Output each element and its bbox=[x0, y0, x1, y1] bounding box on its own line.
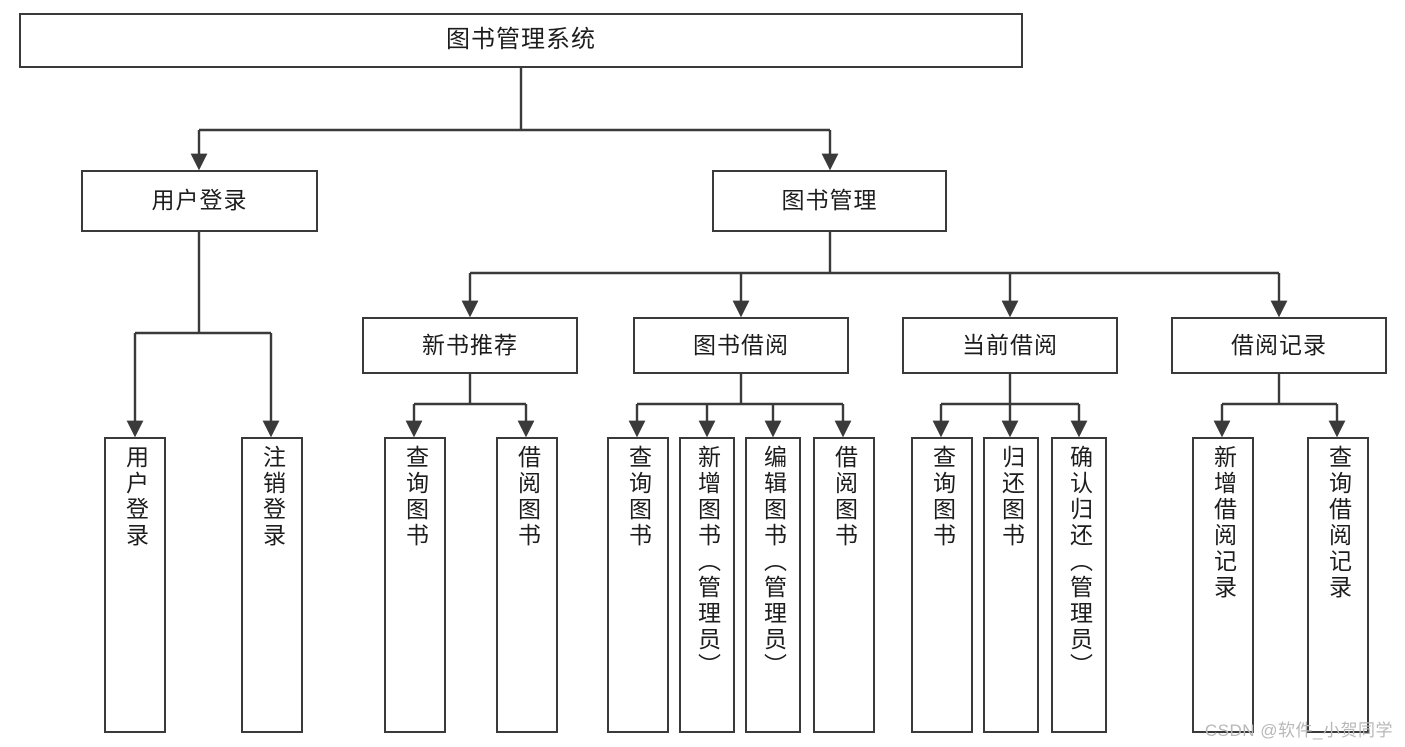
node-book-borrow[interactable]: 图书借阅 bbox=[633, 317, 849, 374]
leaf-current-query-book[interactable]: 查询图书 bbox=[911, 437, 973, 733]
leaf-user-logout[interactable]: 注销登录 bbox=[241, 437, 303, 733]
leaf-borrow-borrow-book[interactable]: 借阅图书 bbox=[813, 437, 875, 733]
node-label: 新增图书（管理员） bbox=[694, 445, 721, 679]
leaf-recommend-query-book[interactable]: 查询图书 bbox=[384, 437, 446, 733]
node-label: 查询图书 bbox=[625, 445, 652, 549]
node-label: 查询借阅记录 bbox=[1325, 445, 1352, 601]
leaf-user-login[interactable]: 用户登录 bbox=[104, 437, 166, 733]
leaf-record-query-record[interactable]: 查询借阅记录 bbox=[1307, 437, 1369, 733]
leaf-borrow-query-book[interactable]: 查询图书 bbox=[607, 437, 669, 733]
node-label: 归还图书 bbox=[998, 445, 1025, 549]
node-label: 确认归还（管理员） bbox=[1066, 445, 1093, 679]
node-label: 借阅图书 bbox=[514, 445, 541, 549]
node-label: 查询图书 bbox=[929, 445, 956, 549]
node-label: 用户登录 bbox=[151, 187, 248, 214]
node-new-book-recommend[interactable]: 新书推荐 bbox=[362, 317, 578, 374]
node-current-borrow[interactable]: 当前借阅 bbox=[902, 317, 1118, 374]
node-label: 编辑图书（管理员） bbox=[760, 445, 787, 679]
node-root-system[interactable]: 图书管理系统 bbox=[19, 13, 1023, 68]
node-label: 图书管理系统 bbox=[446, 26, 596, 54]
node-label: 新书推荐 bbox=[422, 331, 518, 358]
node-label: 图书管理 bbox=[781, 187, 878, 214]
node-label: 借阅图书 bbox=[831, 445, 858, 549]
csdn-watermark: CSDN @软件_小贺同学 bbox=[1204, 721, 1393, 740]
node-book-management[interactable]: 图书管理 bbox=[712, 170, 947, 232]
node-label: 查询图书 bbox=[402, 445, 429, 549]
leaf-borrow-edit-book-admin[interactable]: 编辑图书（管理员） bbox=[745, 437, 801, 733]
node-label: 借阅记录 bbox=[1231, 331, 1327, 358]
leaf-current-confirm-return-admin[interactable]: 确认归还（管理员） bbox=[1051, 437, 1107, 733]
node-label: 注销登录 bbox=[259, 445, 286, 549]
node-label: 图书借阅 bbox=[693, 331, 789, 358]
leaf-current-return-book[interactable]: 归还图书 bbox=[983, 437, 1039, 733]
leaf-record-add-record[interactable]: 新增借阅记录 bbox=[1192, 437, 1254, 733]
node-label: 当前借阅 bbox=[962, 331, 1058, 358]
node-borrow-record[interactable]: 借阅记录 bbox=[1171, 317, 1387, 374]
leaf-borrow-add-book-admin[interactable]: 新增图书（管理员） bbox=[679, 437, 735, 733]
node-label: 用户登录 bbox=[122, 445, 149, 549]
node-user-login[interactable]: 用户登录 bbox=[81, 170, 318, 232]
node-label: 新增借阅记录 bbox=[1210, 445, 1237, 601]
leaf-recommend-borrow-book[interactable]: 借阅图书 bbox=[496, 437, 558, 733]
